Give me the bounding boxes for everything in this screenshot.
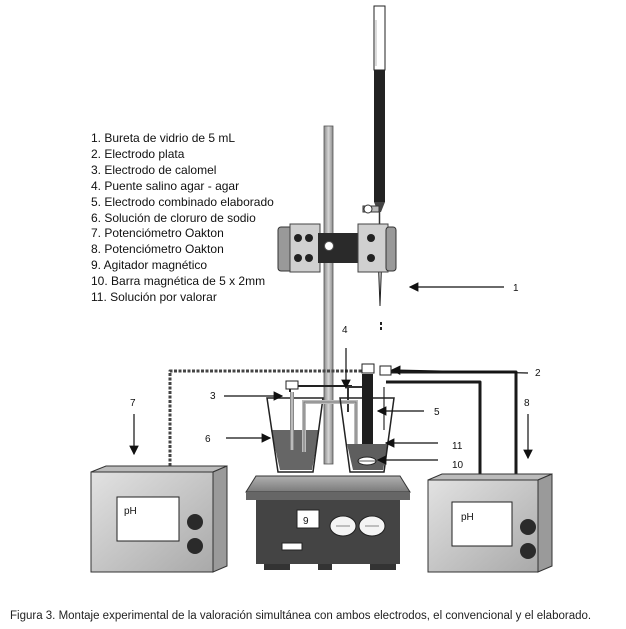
callout-6: 6 bbox=[205, 434, 211, 445]
callout-7: 7 bbox=[130, 398, 136, 409]
callout-8: 8 bbox=[524, 398, 530, 409]
ph-meter-left: pH bbox=[90, 465, 228, 573]
ph-display-right: pH bbox=[461, 512, 474, 523]
calomel-connector bbox=[285, 380, 299, 390]
legend-item: 3. Electrodo de calomel bbox=[91, 162, 217, 177]
callout-11: 11 bbox=[452, 441, 463, 452]
legend-item: 2. Electrodo plata bbox=[91, 146, 185, 161]
callout-2: 2 bbox=[535, 368, 541, 379]
beaker-titrated-solution bbox=[339, 374, 395, 473]
callout-5: 5 bbox=[434, 407, 440, 418]
figure-caption: Figura 3. Montaje experimental de la val… bbox=[10, 610, 592, 622]
stand-rod bbox=[323, 125, 334, 465]
legend-item: 7. Potenciómetro Oakton bbox=[91, 226, 224, 241]
callout-1: 1 bbox=[513, 283, 519, 294]
ph-display-left: pH bbox=[124, 506, 137, 517]
legend-item: 10. Barra magnética de 5 x 2mm bbox=[91, 274, 266, 289]
callout-4: 4 bbox=[342, 325, 348, 336]
legend-item: 5. Electrodo combinado elaborado bbox=[91, 194, 274, 209]
legend-item: 9. Agitador magnético bbox=[91, 258, 208, 273]
callout-10: 10 bbox=[452, 460, 464, 471]
burette bbox=[362, 5, 386, 330]
power-switch-icon bbox=[281, 542, 303, 551]
legend-item: 11. Solución por valorar bbox=[91, 290, 217, 305]
burette-clamp bbox=[277, 223, 397, 273]
stopcock-icon bbox=[362, 204, 380, 214]
ph-meter-right: pH bbox=[427, 473, 553, 573]
callout-3: 3 bbox=[210, 391, 216, 402]
legend-item: 4. Puente salino agar - agar bbox=[91, 178, 240, 193]
silver-connector bbox=[379, 365, 392, 376]
legend-item: 8. Potenciómetro Oakton bbox=[91, 242, 224, 257]
beaker-sodium-chloride bbox=[266, 392, 324, 473]
combined-electrode-connector bbox=[361, 363, 375, 374]
callout-9: 9 bbox=[303, 516, 309, 527]
legend-item: 1. Bureta de vidrio de 5 mL bbox=[91, 131, 236, 145]
callout-arrows bbox=[129, 282, 533, 465]
component-legend: 1. Bureta de vidrio de 5 mL 2. Electrodo… bbox=[91, 131, 274, 306]
legend-item: 6. Solución de cloruro de sodio bbox=[91, 210, 256, 225]
magnetic-stirrer bbox=[245, 475, 411, 570]
